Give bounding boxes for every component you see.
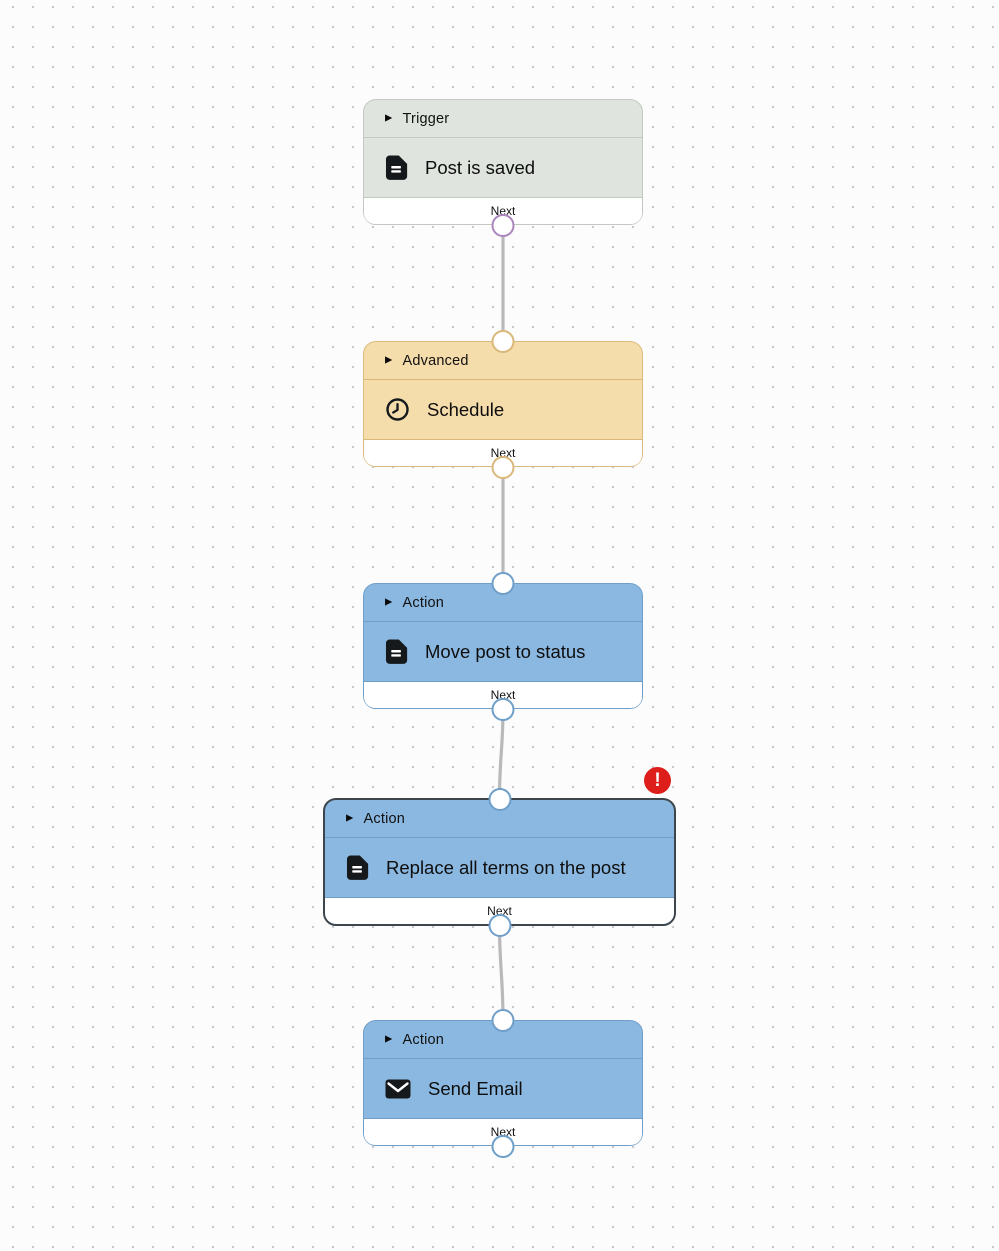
node-category-label: Trigger <box>402 110 450 127</box>
node-advanced-schedule[interactable]: ▶ Advanced Schedule Next <box>363 329 643 479</box>
collapse-arrow-icon: ▶ <box>385 112 393 124</box>
node-title: Schedule <box>427 398 505 420</box>
node-header-advanced[interactable]: ▶ Advanced <box>364 342 642 380</box>
document-icon <box>385 155 408 180</box>
connector-handle-top[interactable] <box>488 787 511 811</box>
node-trigger-post-is-saved[interactable]: ▶ Trigger Post is saved Next <box>363 99 643 237</box>
node-title: Post is saved <box>425 156 536 178</box>
document-icon <box>385 639 408 664</box>
node-body: Replace all terms on the post <box>325 838 674 897</box>
collapse-arrow-icon: ▶ <box>385 596 393 608</box>
node-header-action[interactable]: ▶ Action <box>325 800 674 838</box>
node-header-action[interactable]: ▶ Action <box>364 1021 642 1059</box>
connector-line <box>497 708 505 799</box>
node-header-action[interactable]: ▶ Action <box>364 584 642 622</box>
document-icon <box>346 855 369 880</box>
node-body: Post is saved <box>364 138 642 197</box>
collapse-arrow-icon: ▶ <box>385 354 393 366</box>
connector-handle-bottom[interactable] <box>488 913 511 937</box>
connector-handle-top[interactable] <box>491 1008 515 1032</box>
clock-icon <box>385 397 410 422</box>
node-header-trigger[interactable]: ▶ Trigger <box>364 100 642 138</box>
connector-handle-bottom[interactable] <box>491 1134 515 1158</box>
mail-icon <box>385 1079 411 1099</box>
connector-line <box>497 925 505 1021</box>
connector-handle-top[interactable] <box>491 571 515 595</box>
node-body: Send Email <box>364 1059 642 1118</box>
node-title: Move post to status <box>425 640 586 662</box>
connector-handle-bottom[interactable] <box>491 213 515 237</box>
collapse-arrow-icon: ▶ <box>346 812 354 824</box>
node-title: Send Email <box>428 1077 523 1099</box>
connector-handle-top[interactable] <box>491 329 515 353</box>
node-body: Schedule <box>364 380 642 439</box>
error-badge-icon[interactable]: ! <box>644 767 671 794</box>
node-category-label: Advanced <box>402 352 469 369</box>
node-action-send-email[interactable]: ▶ Action Send Email Next <box>363 1008 643 1158</box>
node-body: Move post to status <box>364 622 642 681</box>
node-action-replace-all-terms[interactable]: ! ▶ Action Replace all terms on the post… <box>323 767 676 937</box>
connector-handle-bottom[interactable] <box>491 697 515 721</box>
collapse-arrow-icon: ▶ <box>385 1033 393 1045</box>
node-action-move-post-to-status[interactable]: ▶ Action Move post to status Next <box>363 571 643 721</box>
node-title: Replace all terms on the post <box>386 856 626 878</box>
node-category-label: Action <box>363 810 406 827</box>
node-category-label: Action <box>402 594 445 611</box>
connector-handle-bottom[interactable] <box>491 455 515 479</box>
node-category-label: Action <box>402 1031 445 1048</box>
